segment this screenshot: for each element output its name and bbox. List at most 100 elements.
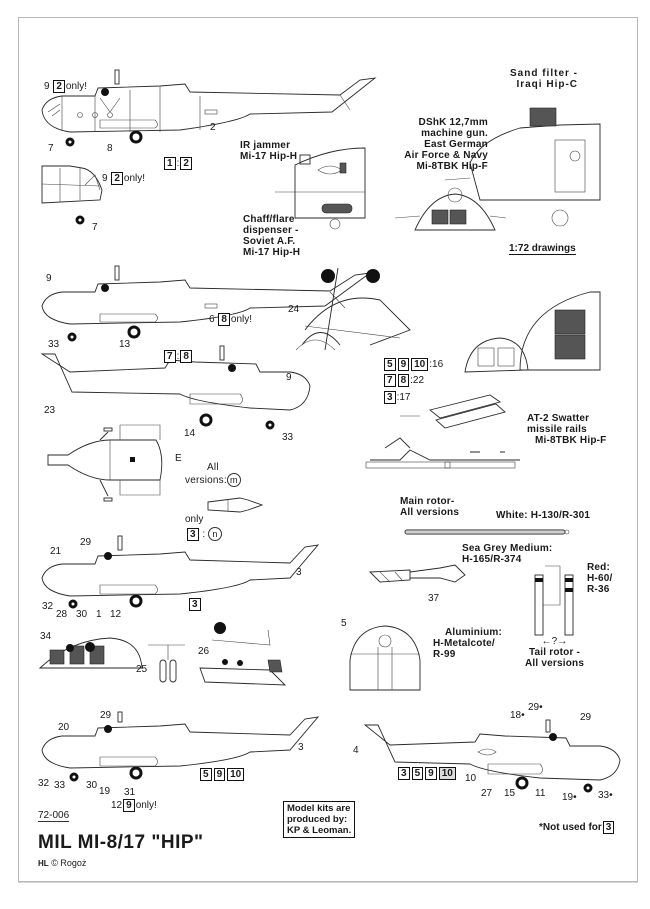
version-box: 9 — [123, 799, 135, 812]
part-number-32-p5: 32 — [38, 778, 50, 789]
only-version-row: 3 : n — [186, 527, 222, 541]
version-box: 10 — [227, 768, 245, 781]
only-note: only! — [123, 173, 146, 184]
callout-line: Aluminium: — [445, 627, 502, 638]
part-number: 9 — [102, 173, 108, 184]
version-boxes-profile-4: 3 — [188, 598, 202, 611]
separator: : — [176, 158, 180, 169]
callout-line: Main rotor- — [400, 496, 455, 507]
kit-code: 72-006 — [38, 810, 70, 822]
part-number-15: 15 — [504, 788, 516, 799]
callout-line: ←?→ — [541, 636, 568, 647]
sponson-wheel-detail-drawing — [295, 267, 411, 351]
helicopter-profile-2 — [41, 265, 371, 342]
ir-jammer-callout: IR jammer Mi-17 Hip-H — [240, 140, 297, 162]
small-parts-details — [38, 622, 287, 686]
part-number-30-p5: 30 — [86, 780, 98, 791]
version-box: 8 — [397, 374, 410, 387]
version-box: 3 — [602, 821, 615, 834]
callout-line: Sand filter - — [510, 68, 579, 79]
note-line: produced by: — [287, 814, 348, 825]
instruction-sheet — [18, 17, 638, 882]
version-box: 1 — [164, 157, 176, 170]
version-box: 7 — [164, 350, 176, 363]
sea-grey-color-callout: Sea Grey Medium: H-165/R-374 — [462, 543, 552, 565]
part-number-29-star: 29• — [528, 702, 543, 713]
callout-line: Tail rotor - — [528, 647, 581, 658]
only-note: only! — [135, 800, 157, 811]
callout-line: Sea Grey Medium: — [462, 543, 553, 554]
sand-filter-detail-drawing — [394, 107, 601, 231]
callout-line: IR jammer — [240, 140, 291, 151]
part-number-25: 25 — [136, 664, 148, 675]
top-view-marker: E — [175, 453, 182, 464]
version-box: 2 — [180, 157, 192, 170]
ir-jammer-detail-drawing — [275, 147, 366, 230]
white-color-callout: White: H-130/R-301 — [496, 510, 591, 521]
part-number: 9 — [44, 81, 50, 92]
version-box: 3 — [189, 598, 201, 611]
part-number-10: 10 — [465, 773, 477, 784]
rotor-head-drawing — [368, 564, 466, 583]
version-box: 2 — [53, 80, 65, 93]
version-box: 10 — [411, 358, 429, 371]
part-number-14: 14 — [184, 428, 196, 439]
callout-line: dispenser - — [243, 225, 299, 236]
tail-rotor-callout: ←?→ Tail rotor - All versions — [525, 636, 584, 669]
missile-rails-detail-drawing — [365, 394, 520, 469]
version-boxes-profile-2: 7:8 — [163, 350, 193, 363]
part-number-3-p5: 3 — [298, 742, 304, 753]
version-box: 5 — [200, 768, 212, 781]
part-number-30-p4: 30 — [76, 609, 88, 620]
part-number-1: 1 — [96, 609, 102, 620]
part-number-19-star: 19• — [562, 792, 577, 803]
version-box: 8 — [218, 313, 230, 326]
only-note: only! — [230, 314, 253, 325]
helicopter-profile-1 — [41, 69, 377, 147]
version-box: 10 — [438, 767, 456, 780]
engine-intake-detail-drawing — [207, 497, 264, 513]
version-box: 8 — [180, 350, 192, 363]
helicopter-profile-5 — [41, 711, 320, 782]
part-number-33-p2: 33 — [48, 339, 60, 350]
part-number-13: 13 — [119, 339, 131, 350]
callout-line: H-60/ — [587, 573, 613, 584]
helicopter-profile-6 — [363, 719, 621, 793]
callout-line: Red: — [587, 562, 611, 573]
part-number-18: 18• — [510, 710, 525, 721]
sand-filter-callout: Sand filter - Iraqi Hip-C — [510, 68, 578, 90]
callout-line: H-165/R-374 — [462, 554, 522, 565]
part-number-28: 28 — [56, 609, 68, 620]
callout-line: R-99 — [433, 649, 456, 660]
part-number-24: 24 — [288, 304, 300, 315]
callout-line: Mi-8TBK Hip-F — [416, 161, 488, 172]
callout-line: All versions — [525, 658, 585, 669]
helicopter-top-view — [47, 424, 163, 502]
at2-rails-callout: AT-2 Swatter missile rails Mi-8TBK Hip-F — [527, 413, 606, 446]
callout-line: Air Force & Navy — [404, 150, 488, 161]
callout-line: R-36 — [587, 584, 610, 595]
only-note: only! — [65, 81, 88, 92]
version-box: 3 — [384, 391, 396, 404]
part-number-2: 2 — [210, 122, 216, 133]
part-number-23: 23 — [44, 405, 56, 416]
version-boxes-profile-1: 1:2 — [163, 157, 193, 170]
part-number-11: 11 — [535, 788, 546, 799]
part-number-29-p6: 29 — [580, 712, 592, 723]
part-letter-circle: m — [226, 473, 241, 487]
part-number-12-p4: 12 — [110, 609, 122, 620]
callout-line: AT-2 Swatter — [527, 413, 590, 424]
version-box: 7 — [384, 374, 396, 387]
part-number-29-p5: 29 — [100, 710, 112, 721]
footnote-text: *Not used for — [539, 822, 602, 833]
dshk-gun-callout: DShK 12,7mm machine gun. East German Air… — [393, 117, 488, 172]
part-number: 12 — [111, 800, 123, 811]
